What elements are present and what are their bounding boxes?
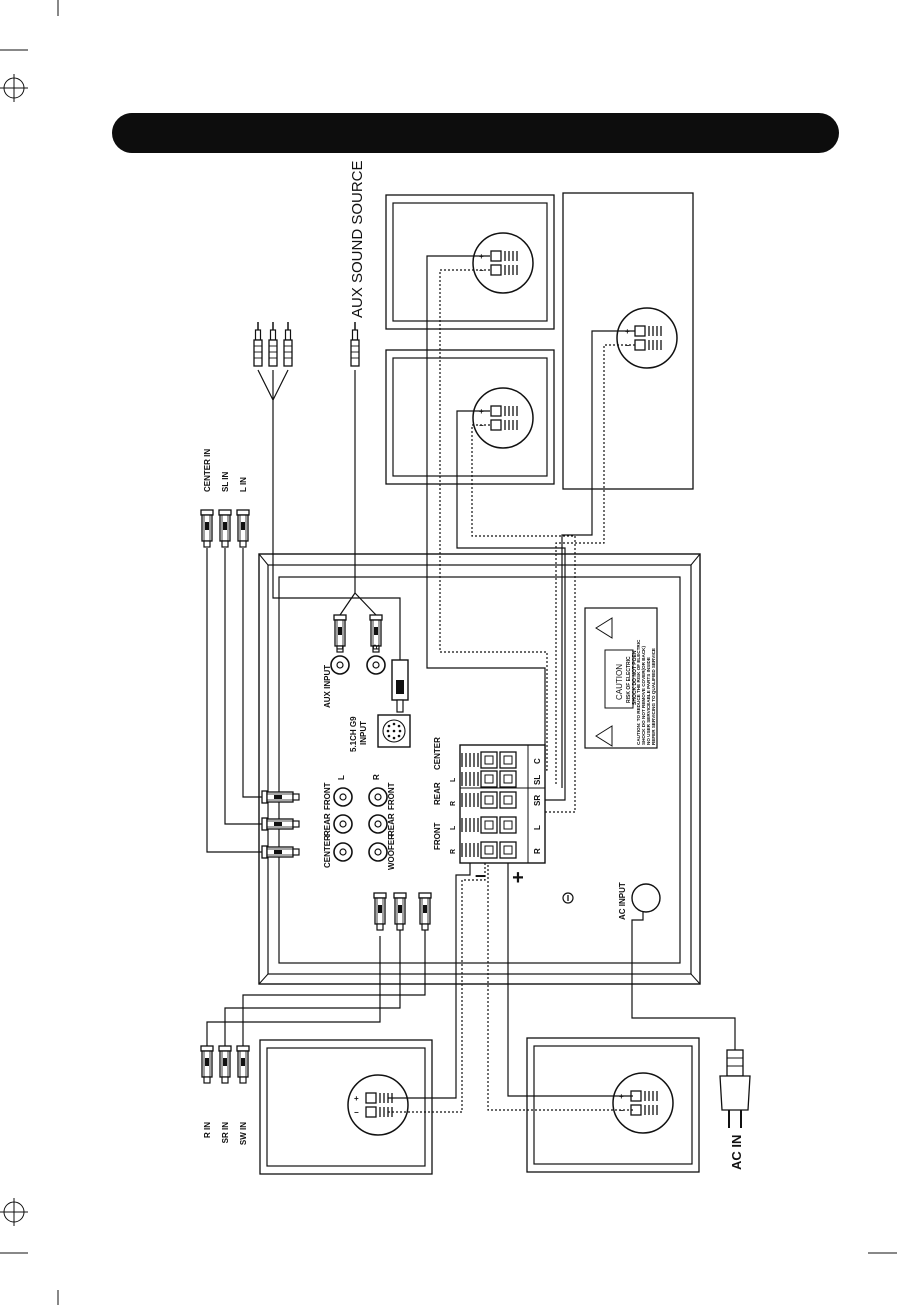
caution-line1: RISK OF ELECTRIC [626,656,632,703]
aux-r-label: R [372,644,381,650]
speaker-front-left [385,194,555,330]
spk-minus-surround-left: − [354,1108,359,1117]
aux-sound-source-label: AUX SOUND SOURCE [349,160,366,318]
term-sl-label: SL [533,775,542,785]
input-word-label: INPUT [359,721,368,745]
term-c-label: C [533,758,542,764]
term-l-top-label: L [450,777,457,782]
term-r-bottom-label: R [533,848,542,854]
speaker-surround-left [259,1039,433,1175]
spk-plus-center: + [625,327,630,336]
input-51ch-connector [377,714,411,748]
jack-r-label: R [372,774,381,780]
term-center-label: CENTER [433,737,442,770]
jack-center-label: CENTER [323,835,332,868]
l-in-label: L IN [239,477,248,492]
center-in-label: CENTER IN [203,449,212,492]
spk-minus-surround-right: − [619,1106,624,1115]
terminal-minus-sign: − [475,866,486,886]
term-rear-label: REAR [433,782,442,805]
aux-l-label: L [336,645,345,650]
wires-dotted [388,269,635,1113]
spk-plus-surround-right: + [619,1092,624,1101]
header-bar [112,113,839,153]
aux-mini-plugs [253,321,360,367]
speaker-center [562,192,694,490]
caution-text4: REFER SERVICING TO QUALIFIED SERVICE [651,648,656,745]
sl-in-label: SL IN [221,471,230,492]
wires-solid [206,255,736,1099]
sr-in-label: SR IN [221,1122,230,1144]
spk-minus-center: − [625,341,630,350]
aux-input-label: AUX INPUT [323,665,332,708]
top-rca-plugs [200,509,250,548]
aux-input-block [330,614,409,713]
ac-plug [719,1049,751,1128]
caution-label [584,607,658,749]
sw-in-label: SW IN [239,1122,248,1145]
speaker-terminal-block [459,744,546,864]
speaker-surround-right [526,1037,700,1173]
caution-text1b: CAUTION: TO REDUCE THE RISK OF ELECTRIC [636,639,641,745]
r-in-label: R IN [203,1122,212,1138]
term-l-bottom-label: L [533,825,542,830]
caution-title: CAUTION [615,664,624,700]
caution-text2: SHOCK DO NOT REMOVE COVER(OR BACK) [641,646,646,745]
ac-in-label: AC IN [729,1135,744,1170]
term-r-top-label: R [450,801,457,806]
term-front-label: FRONT [433,822,442,850]
jack-rear-top-label: REAR [323,813,332,836]
jack-woofer-label: WOOFER [387,834,396,870]
jack-front-bottom-label: FRONT [387,782,396,810]
caution-line2: SHOCK DO NOT POEN [632,650,638,705]
ac-input-socket [562,883,661,913]
input-51ch-label: 5.1CH G9 [349,716,358,752]
spk-plus-front-right: + [479,407,484,416]
spk-plus-front-left: + [479,252,484,261]
ac-input-label: AC INPUT [618,882,627,920]
spk-minus-front-left: − [479,266,484,275]
term-r-front-label: R [450,849,457,854]
term-sr-label: SR [533,795,542,806]
bottom-rca-plugs [200,1045,250,1084]
jack-l-label: L [337,775,346,780]
spk-minus-front-right: − [479,421,484,430]
jack-front-top-label: FRONT [323,782,332,810]
speaker-front-right [385,349,555,485]
jack-rear-bottom-label: REAR [387,813,396,836]
term-l-front-label: L [450,825,457,830]
caution-text3: NO USER SERVICEABLE PARTS INSIDE [646,657,651,745]
spk-plus-surround-left: + [354,1094,359,1103]
terminal-plus-sign: + [512,867,524,889]
